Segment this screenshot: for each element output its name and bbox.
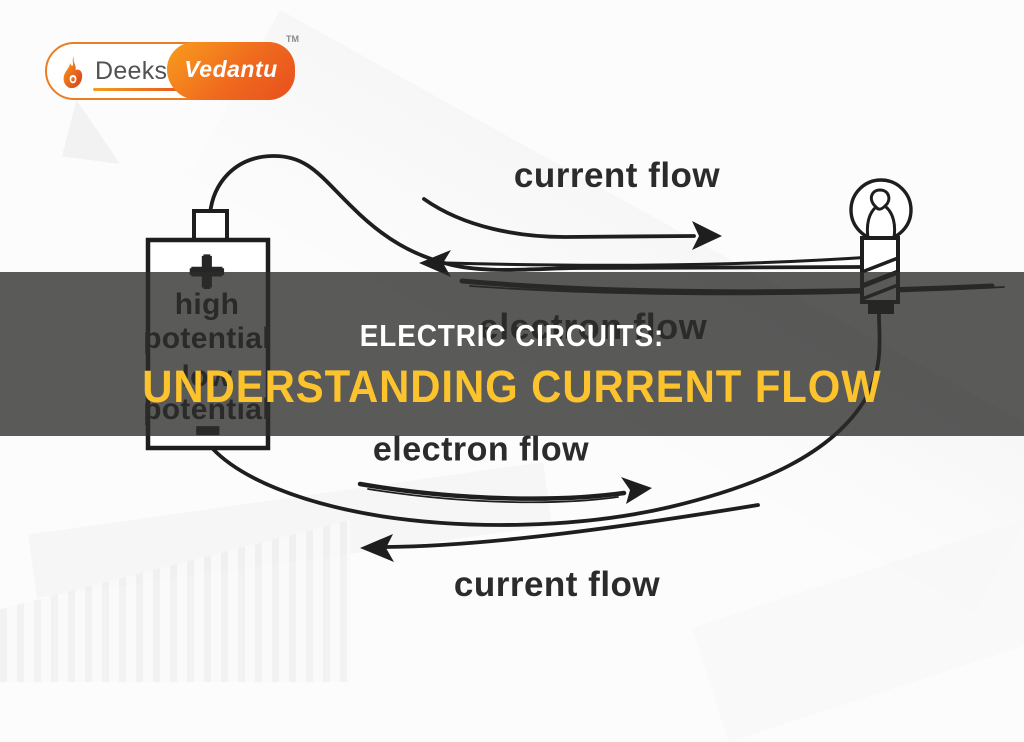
arrowhead-electron-top — [419, 250, 451, 277]
banner-headline: UNDERSTANDING CURRENT FLOW — [142, 361, 882, 412]
arrowhead-current-top — [692, 221, 722, 250]
bulb-filament — [865, 188, 897, 240]
current-flow-bottom-label: current flow — [453, 565, 661, 604]
page-root: { "logo": { "brand_primary": "Deeksha", … — [0, 10, 1024, 682]
top-wire — [208, 154, 864, 272]
electron-flow-arrow-top — [444, 255, 874, 267]
logo-right-panel: Vedantu — [167, 42, 295, 100]
logo-underline — [93, 88, 189, 91]
electron-flow-arrow-bottom — [357, 481, 627, 501]
current-flow-arrow-bottom — [384, 503, 760, 549]
trademark-symbol: TM — [286, 34, 299, 44]
electron-flow-bottom-label: electron flow — [372, 430, 590, 469]
brand-logo: Deeksha Vedantu TM — [45, 34, 299, 100]
flame-icon — [63, 56, 83, 89]
arrowhead-electron-bottom — [621, 477, 652, 504]
current-flow-arrow-top — [422, 197, 696, 239]
electron-flow-arrow-bottom-2 — [367, 488, 619, 504]
arrowhead-current-bottom — [360, 534, 394, 562]
banner-kicker: ELECTRIC CIRCUITS: — [359, 318, 665, 353]
title-banner — [0, 272, 1024, 436]
current-flow-top-label: current flow — [513, 156, 721, 195]
brand-secondary-label: Vedantu — [184, 56, 278, 82]
